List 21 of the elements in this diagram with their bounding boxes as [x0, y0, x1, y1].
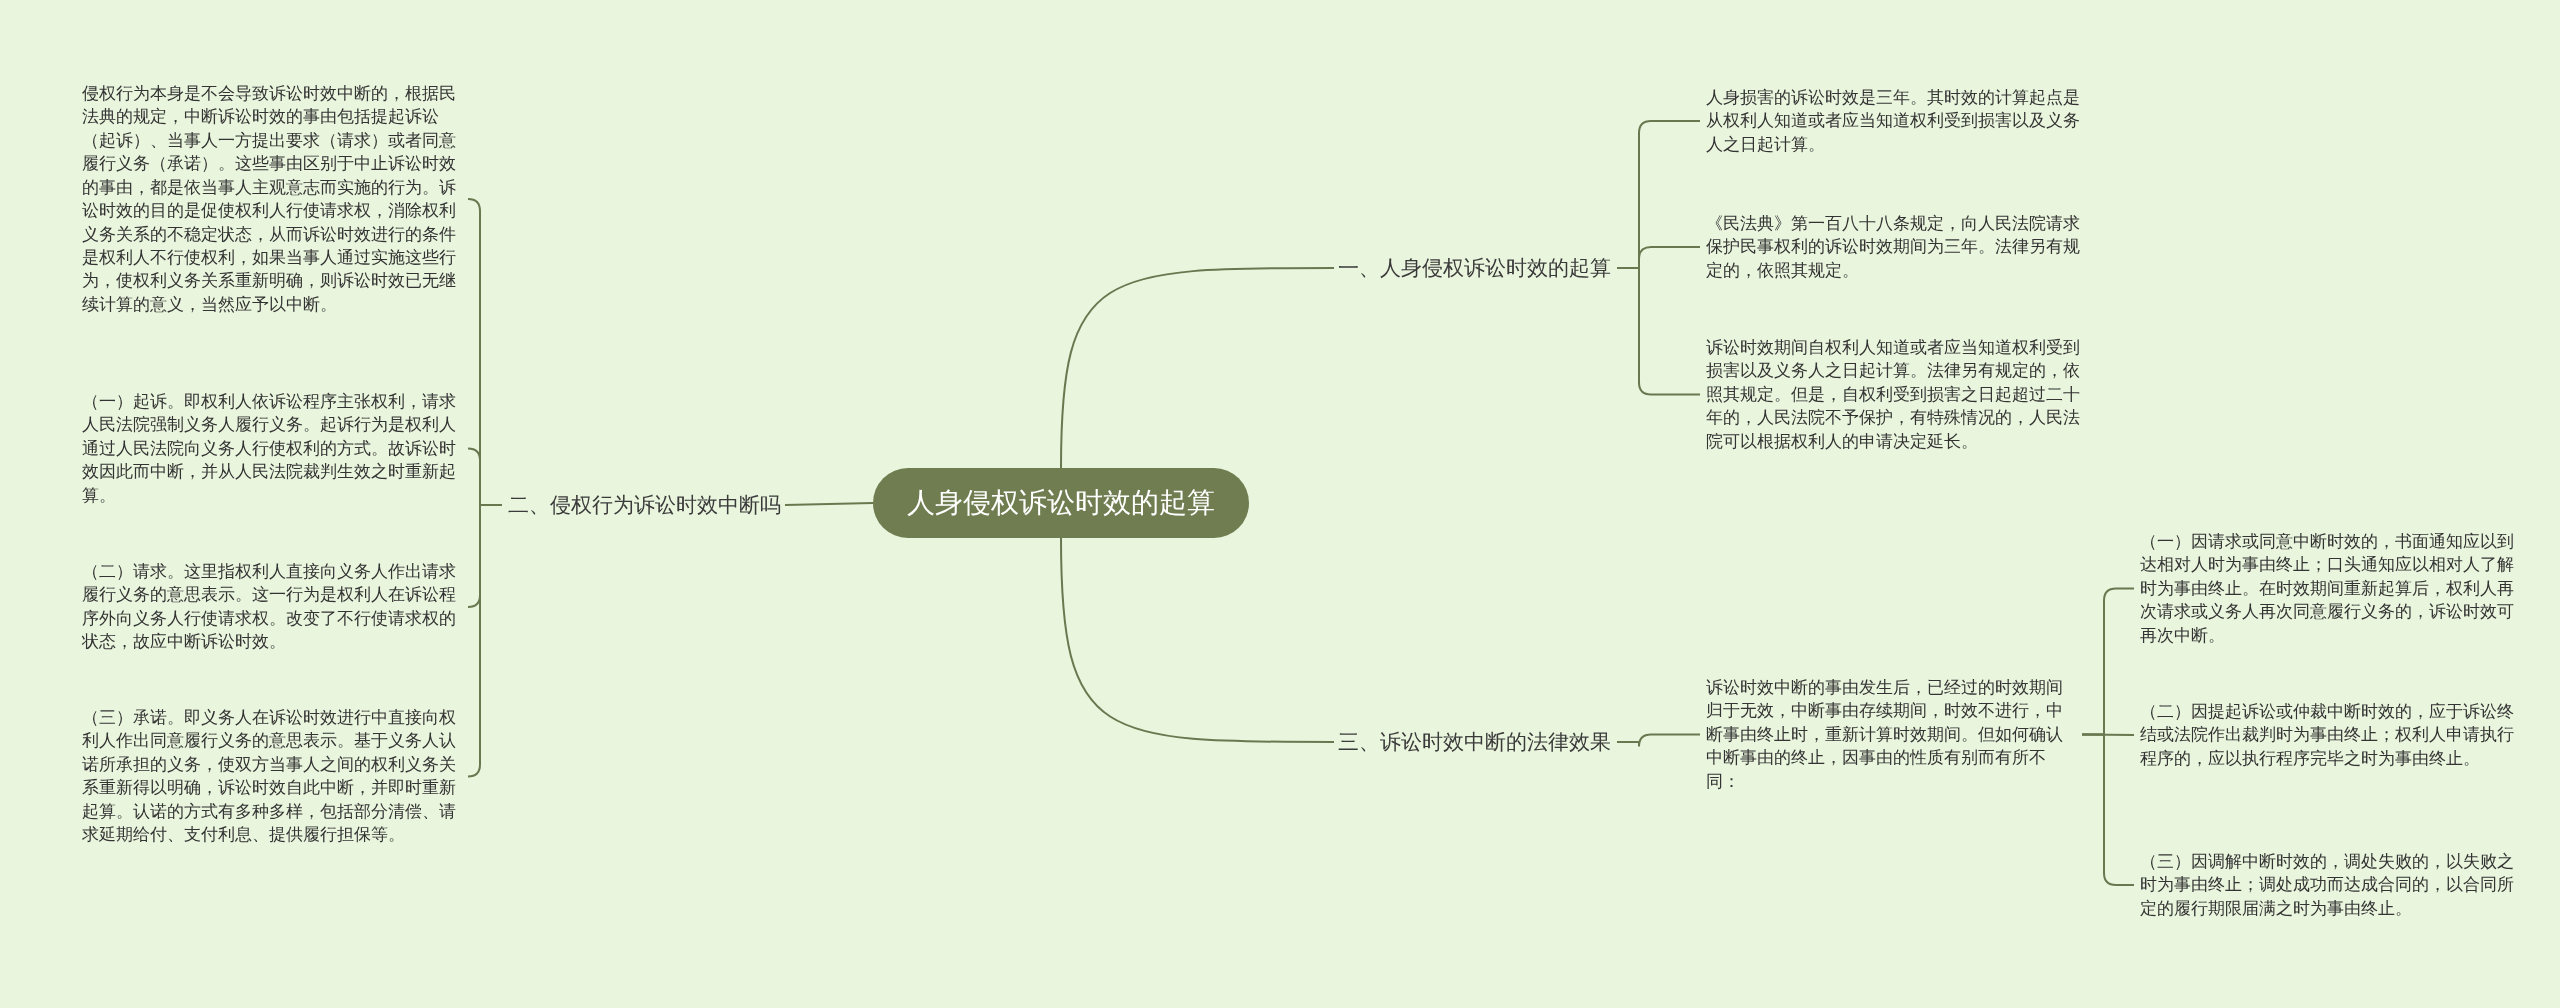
- branch-topic: 二、侵权行为诉讼时效中断吗: [508, 492, 781, 519]
- text-note: （一）因请求或同意中断时效的，书面通知应以到达相对人时为事由终止；口头通知应以相对人了解时为事由终止。在时效期间重新起算后，权利人再次请求或义务人再次同意履行义务的，诉讼时效可再次中断。: [2140, 531, 2515, 647]
- central-topic: 人身侵权诉讼时效的起算: [873, 468, 1249, 538]
- connector-line: [1616, 267, 1701, 396]
- text-note: 《民法典》第一百八十八条规定，向人民法院请求保护民事权利的诉讼时效期间为三年。法律另有规定的，依照其规定。: [1706, 213, 2081, 282]
- text-note: （二）请求。这里指权利人直接向义务人作出请求履行义务的意思表示。这一行为是权利人在诉讼程序外向义务人行使请求权。改变了不行使请求权的状态，故应中断诉讼时效。: [82, 561, 457, 654]
- branch-topic: 三、诉讼时效中断的法律效果: [1338, 729, 1611, 756]
- text-note: （三）承诺。即义务人在诉讼时效进行中直接向权利人作出同意履行义务的意思表示。基于义务人认诺所承担的义务，使双方当事人之间的权利义务关系重新得以明确，诉讼时效自此中断，并即时重新起算。认诺的方式有多种多样，包括部分清偿、请求延期给付、支付利息、提供履行担保等。: [82, 707, 457, 847]
- text-note: （二）因提起诉讼或仲裁中断时效的，应于诉讼终结或法院作出裁判时为事由终止；权利人申请执行程序的，应以执行程序完毕之时为事由终止。: [2140, 701, 2515, 770]
- connector-line: [467, 504, 503, 778]
- text-note: 侵权行为本身是不会导致诉讼时效中断的，根据民法典的规定，中断诉讼时效的事由包括提起诉讼（起诉）、当事人一方提出要求（请求）或者同意履行义务（承诺）。这些事由区别于中止诉讼时效的事由，都是依当事人主观意志而实施的行为。诉讼时效的目的是促使权利人行使请求权，消除权利义务关系的不稳定状态，从而诉讼时效进行的条件是权利人不行使权利，如果当事人通过实施这些行为，使权利义务关系重新明确，则诉讼时效已无继续计算的意义，当然应予以中断。: [82, 83, 457, 316]
- connector-line: [1616, 733, 1701, 748]
- text-note: 诉讼时效期间自权利人知道或者应当知道权利受到损害以及义务人之日起计算。法律另有规定的，依照其规定。但是，自权利受到损害之日起超过二十年的，人民法院不予保护，有特殊情况的，人民法院可以根据权利人的申请决定延长。: [1706, 337, 2081, 453]
- text-note: （三）因调解中断时效的，调处失败的，以失败之时为事由终止；调处成功而达成合同的，以合同所定的履行期限届满之时为事由终止。: [2140, 851, 2515, 920]
- connector-line: [784, 502, 874, 506]
- connector-line: [1060, 537, 1335, 743]
- text-note: 人身损害的诉讼时效是三年。其时效的计算起点是从权利人知道或者应当知道权利受到损害以及义务人之日起计算。: [1706, 87, 2081, 156]
- branch-topic: 一、人身侵权诉讼时效的起算: [1338, 255, 1611, 282]
- text-note: 诉讼时效中断的事由发生后，已经过的时效期间归于无效，中断事由存续期间，时效不进行，中断事由终止时，重新计算时效期间。但如何确认中断事由的终止，因事由的性质有别而有所不同：: [1706, 677, 2064, 793]
- connector-line: [1060, 267, 1335, 469]
- text-note: （一）起诉。即权利人依诉讼程序主张权利，请求人民法院强制义务人履行义务。起诉行为是权利人通过人民法院向义务人行使权利的方式。故诉讼时效因此而中断，并从人民法院裁判生效之时重新起算。: [82, 391, 457, 507]
